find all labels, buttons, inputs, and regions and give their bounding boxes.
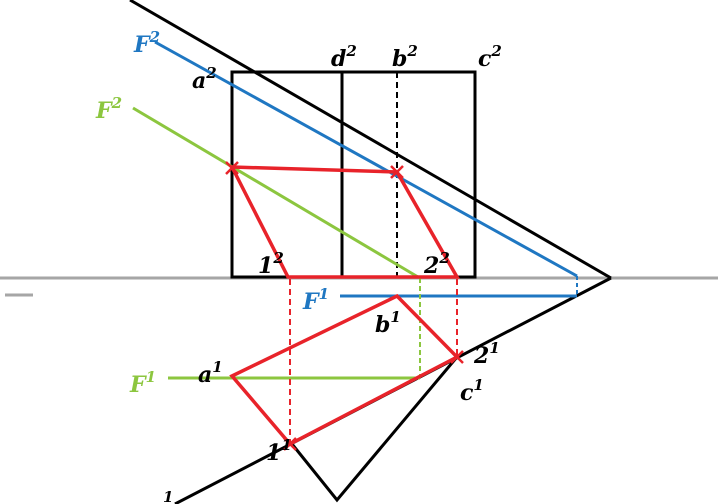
section-front-view <box>229 165 461 279</box>
label-b1: b1 <box>375 308 401 338</box>
label-b2: b2 <box>392 42 418 72</box>
label-1-2: 12 <box>258 249 284 279</box>
label-a2: a2 <box>192 64 217 94</box>
blue-line-F2 <box>154 40 578 278</box>
label-2-1: 21 <box>473 339 500 369</box>
marker-1-1 <box>283 437 297 451</box>
label-F1-green: F1 <box>129 368 156 398</box>
plane-trace-upper <box>129 0 612 280</box>
label-c2: c2 <box>478 42 502 72</box>
marker-b2 <box>390 165 404 179</box>
label-bottom-partial: 1 <box>163 488 173 504</box>
label-d2: d2 <box>331 42 357 72</box>
label-F1-blue: F1 <box>302 285 329 315</box>
label-c1: c1 <box>460 376 484 406</box>
prism-top-view <box>290 356 459 503</box>
section-top-view <box>229 293 460 447</box>
marker-a2 <box>225 161 239 175</box>
label-F2-green: F2 <box>95 94 122 124</box>
marker-2-1 <box>450 350 464 364</box>
green-line-F2 <box>132 106 419 279</box>
label-2-2: 22 <box>423 249 450 279</box>
label-F2-blue: F2 <box>133 28 160 58</box>
label-1-1: 11 <box>266 436 292 466</box>
label-a1: a1 <box>198 358 223 388</box>
